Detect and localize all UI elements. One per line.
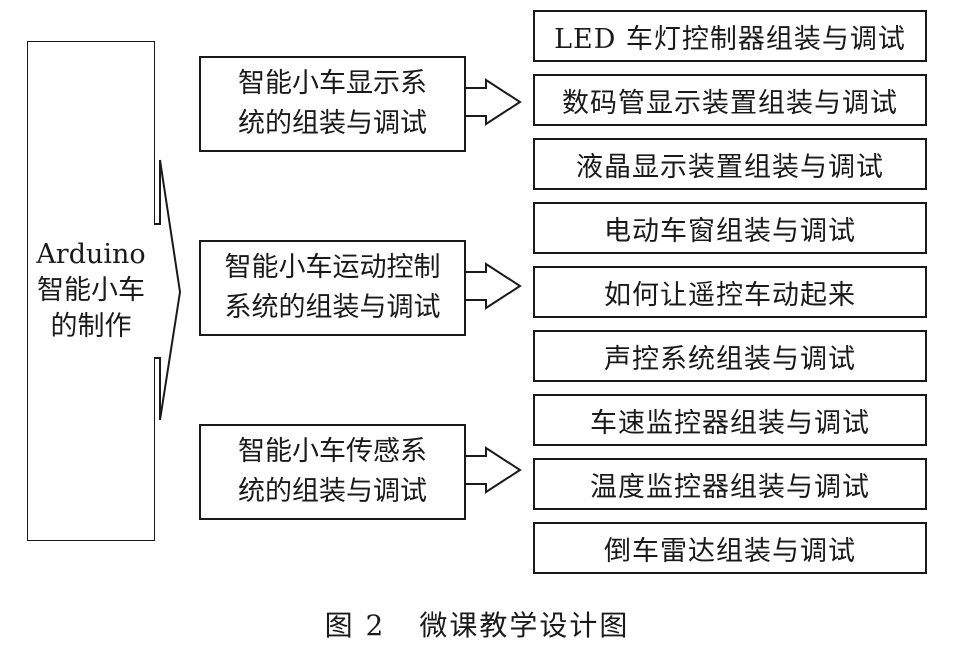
figure-number: 图 2 — [324, 609, 386, 642]
leaf-label-4: 电动车窗组装与调试 — [604, 215, 856, 247]
leaf-node-7: 车速监控器组装与调试 — [533, 394, 927, 446]
leaf-node-4: 电动车窗组装与调试 — [533, 202, 927, 254]
leaf-node-6: 声控系统组装与调试 — [533, 330, 927, 382]
group-2-arrow — [466, 262, 522, 310]
leaf-label-6: 声控系统组装与调试 — [604, 343, 856, 375]
leaf-label-1: LED 车灯控制器组装与调试 — [554, 23, 906, 55]
leaf-node-3: 液晶显示装置组装与调试 — [533, 138, 927, 190]
figure-caption: 图 2 微课教学设计图 — [0, 604, 954, 644]
group-3-line-1: 智能小车传感系 — [238, 436, 427, 467]
root-line-2: 智能小车 — [36, 275, 145, 306]
group-1-line-1: 智能小车显示系 — [238, 68, 427, 99]
leaf-label-5: 如何让遥控车动起来 — [604, 279, 856, 311]
leaf-node-8: 温度监控器组装与调试 — [533, 458, 927, 510]
group-node-sensor: 智能小车传感系 统的组装与调试 — [199, 424, 466, 520]
group-3-line-2: 统的组装与调试 — [238, 476, 427, 507]
group-3-arrow — [466, 446, 522, 494]
leaf-node-1: LED 车灯控制器组装与调试 — [533, 10, 927, 62]
leaf-label-3: 液晶显示装置组装与调试 — [576, 151, 884, 183]
root-node: Arduino 智能小车 的制作 — [28, 42, 154, 540]
group-node-display: 智能小车显示系 统的组装与调试 — [199, 56, 466, 152]
leaf-label-8: 温度监控器组装与调试 — [590, 471, 870, 503]
figure-title: 微课教学设计图 — [419, 609, 630, 642]
group-2-line-2: 系统的组装与调试 — [224, 292, 441, 323]
leaf-label-2: 数码管显示装置组装与调试 — [562, 87, 898, 119]
group-node-motion: 智能小车运动控制 系统的组装与调试 — [199, 240, 466, 336]
leaf-label-9: 倒车雷达组装与调试 — [604, 535, 856, 567]
leaf-node-2: 数码管显示装置组装与调试 — [533, 74, 927, 126]
leaf-node-9: 倒车雷达组装与调试 — [533, 522, 927, 574]
group-2-line-1: 智能小车运动控制 — [224, 252, 441, 283]
group-1-line-2: 统的组装与调试 — [238, 108, 427, 139]
group-1-arrow — [466, 78, 522, 126]
leaf-node-5: 如何让遥控车动起来 — [533, 266, 927, 318]
leaf-label-7: 车速监控器组装与调试 — [590, 407, 870, 439]
root-line-3: 的制作 — [50, 311, 132, 342]
root-line-1: Arduino — [36, 239, 146, 270]
